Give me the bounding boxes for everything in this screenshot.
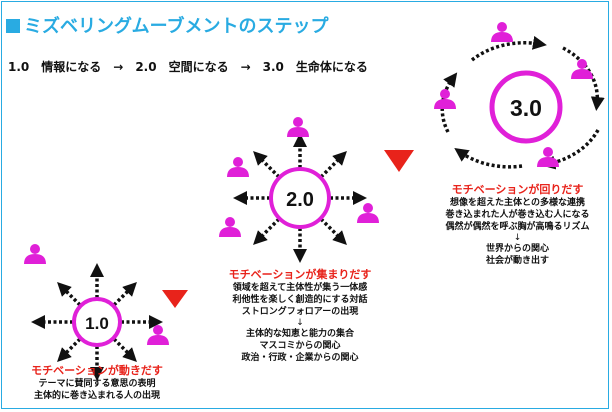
- step-2-line: 政治・行政・企業からの関心: [241, 353, 359, 363]
- step-2-line: 領域を超えて主体性が集う一体感: [232, 283, 368, 293]
- step-3-line: 想像を超えた主体との多様な連携: [450, 198, 585, 208]
- step-sequence: 1.0 情報になる → 2.0 空間になる → 3.0 生命体になる: [8, 60, 368, 74]
- step-3-line: 世界からの関心: [485, 244, 549, 254]
- step-1-line: 主体的に巻き込まれる人の出現: [33, 391, 160, 401]
- person-icon: [537, 147, 559, 167]
- step-1-ring: [72, 297, 122, 347]
- person-icon: [24, 244, 46, 264]
- person-icon: [434, 89, 456, 109]
- step-3-description: モチベーションが回りだす 想像を超えた主体との多様な連携 巻き込まれた人が巻き込…: [425, 183, 610, 267]
- person-icon: [219, 217, 241, 237]
- step-2-arrows: [233, 133, 367, 263]
- step-1-description: モチベーションが動きだす テーマに賛同する意思の表明 主体的に巻き込まれる人の出…: [2, 364, 192, 402]
- step-1-label: 1.0: [85, 314, 109, 333]
- step-3-down-arrow: ↓: [513, 233, 522, 243]
- step-1-arrows: [31, 263, 163, 381]
- step-3-cycle-arrows: [440, 35, 605, 170]
- step-2-line: マスコミからの関心: [259, 341, 341, 351]
- step-3-node: 3.0: [434, 22, 605, 170]
- step-3-label: 3.0: [510, 95, 542, 121]
- step-3-heading: モチベーションが回りだす: [451, 183, 584, 196]
- step-1-transition-triangle: [162, 290, 188, 308]
- person-icon: [227, 157, 249, 177]
- title-square-icon: [6, 19, 20, 33]
- step-1-node: 1.0: [24, 244, 169, 381]
- person-icon: [491, 22, 513, 42]
- step-3-line: 社会が動き出す: [485, 256, 549, 266]
- step-2-description: モチベーションが集まりだす 領域を超えて主体性が集う一体感 利他性を楽しく創造的…: [200, 268, 400, 364]
- step-3-line: 巻き込まれた人が巻き込む人になる: [445, 210, 590, 220]
- person-icon: [147, 325, 169, 345]
- step-2-node: 2.0: [219, 117, 379, 263]
- step-2-down-arrow: ↓: [296, 318, 304, 328]
- step-2-transition-triangle: [384, 150, 414, 172]
- step-2-line: 利他性を楽しく創造的にする対話: [232, 295, 368, 305]
- title-text: ミズベリングムーブメントのステップ: [24, 16, 329, 37]
- person-icon: [357, 203, 379, 223]
- step-2-label: 2.0: [286, 189, 314, 211]
- person-icon: [287, 117, 309, 137]
- step-1-line: テーマに賛同する意思の表明: [38, 379, 156, 389]
- page-title: ミズベリングムーブメントのステップ: [6, 12, 329, 38]
- step-3-ring: [489, 70, 563, 144]
- step-2-line: 主体的な知恵と能力の集合: [245, 329, 354, 339]
- step-2-ring: [269, 167, 331, 229]
- step-3-line: 偶然が偶然を呼ぶ胸が高鳴るリズム: [445, 222, 590, 232]
- step-2-heading: モチベーションが集まりだす: [228, 268, 372, 281]
- step-2-line: ストロングフォロアーの出現: [241, 307, 359, 317]
- step-1-heading: モチベーションが動きだす: [31, 364, 163, 377]
